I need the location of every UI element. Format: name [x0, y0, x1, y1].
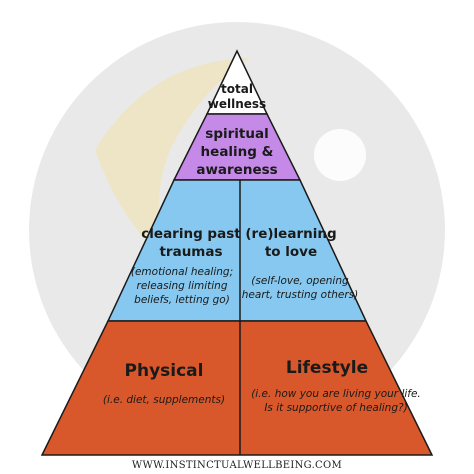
top-label-line2: wellness [208, 97, 266, 111]
middle-right-title-line1: (re)learning [245, 226, 336, 242]
tier-physical-lifestyle [40, 320, 434, 456]
bottom-right-title: Lifestyle [286, 358, 368, 378]
middle-left-title-line2: traumas [159, 244, 222, 260]
middle-left-desc-line3: beliefs, letting go) [134, 294, 230, 306]
middle-left-title-line1: clearing past [141, 226, 241, 242]
spiritual-label-line3: awareness [196, 162, 277, 178]
bottom-right-desc-line1: (i.e. how you are living your life. [251, 388, 421, 400]
spiritual-label-line2: healing & [201, 144, 274, 160]
middle-left-desc-line2: releasing limiting [137, 280, 228, 292]
middle-right-desc-line1: (self-love, opening [251, 275, 349, 287]
spiritual-label-line1: spiritual [205, 126, 268, 142]
background-swirl-accent [95, 58, 250, 260]
background-dot [314, 129, 366, 181]
footer-url: WWW.INSTINCTUALWELLBEING.COM [132, 460, 342, 471]
middle-right-title-line2: to love [265, 244, 317, 260]
top-label-line1: total [221, 82, 253, 96]
bottom-left-title: Physical [125, 361, 204, 381]
bottom-right-desc-line2: Is it supportive of healing?) [264, 402, 407, 414]
middle-right-desc-line2: heart, trusting others) [242, 289, 358, 301]
middle-left-desc-line1: (emotional healing; [131, 266, 233, 278]
bottom-left-desc: (i.e. diet, supplements) [103, 394, 225, 406]
